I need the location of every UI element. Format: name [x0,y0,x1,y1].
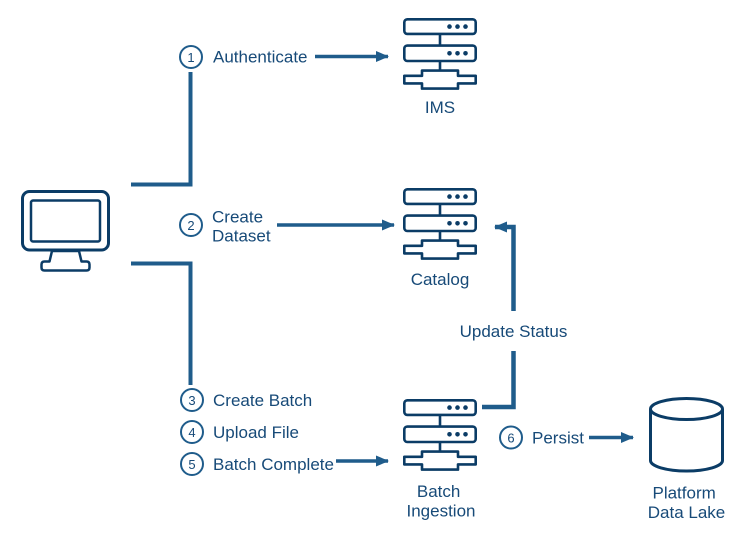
update-status-line [482,351,516,410]
step-2-number-badge [179,213,203,237]
step-1: 1 Authenticate [179,45,389,69]
client-to-step3-connector [131,261,193,385]
step-6-number: 6 [507,430,514,445]
update-status-label: Update Status [460,322,568,341]
batch-ingestion-label: Batch Ingestion [407,482,476,521]
step-2: 2 Create Dataset [179,208,395,246]
database-icon [649,397,724,473]
step-3-label: Create Batch [213,391,312,410]
step-2-number: 2 [187,218,194,233]
step-4-number-badge [180,420,204,444]
step-4: 4 Upload File [180,420,299,444]
step-4-number: 4 [188,425,195,440]
computer-screen [29,199,102,243]
step-5: 5 Batch Complete [180,452,389,476]
step-1-number-badge [179,45,203,69]
step-5-number-badge [180,452,204,476]
step-5-number: 5 [188,457,195,472]
step-3: 3 Create Batch [180,388,312,412]
computer-icon [21,190,110,272]
database-top [649,397,724,421]
step-6: 6 Persist [499,425,634,450]
database-body [649,409,724,473]
step-6-label: Persist [532,429,584,448]
step-3-number: 3 [188,393,195,408]
computer-stand [40,249,91,272]
catalog-label: Catalog [411,270,470,289]
step-2-label: Create Dataset [212,208,271,246]
client-to-step1-connector [131,72,193,187]
ims-label: IMS [425,98,455,117]
step-1-label: Authenticate [213,48,308,67]
catalog-server-icon [402,188,478,260]
step-5-label: Batch Complete [213,455,334,474]
step-3-number-badge [180,388,204,412]
update-status-arrow [494,221,516,311]
batch-ingestion-server-icon [402,398,478,471]
step-4-label: Upload File [213,423,299,442]
update-status-edge: Update Status [460,221,568,410]
step-1-number: 1 [187,50,194,65]
data-lake-label: Platform Data Lake [648,484,726,523]
ims-server-icon [402,17,478,90]
step-6-number-badge [499,425,523,450]
